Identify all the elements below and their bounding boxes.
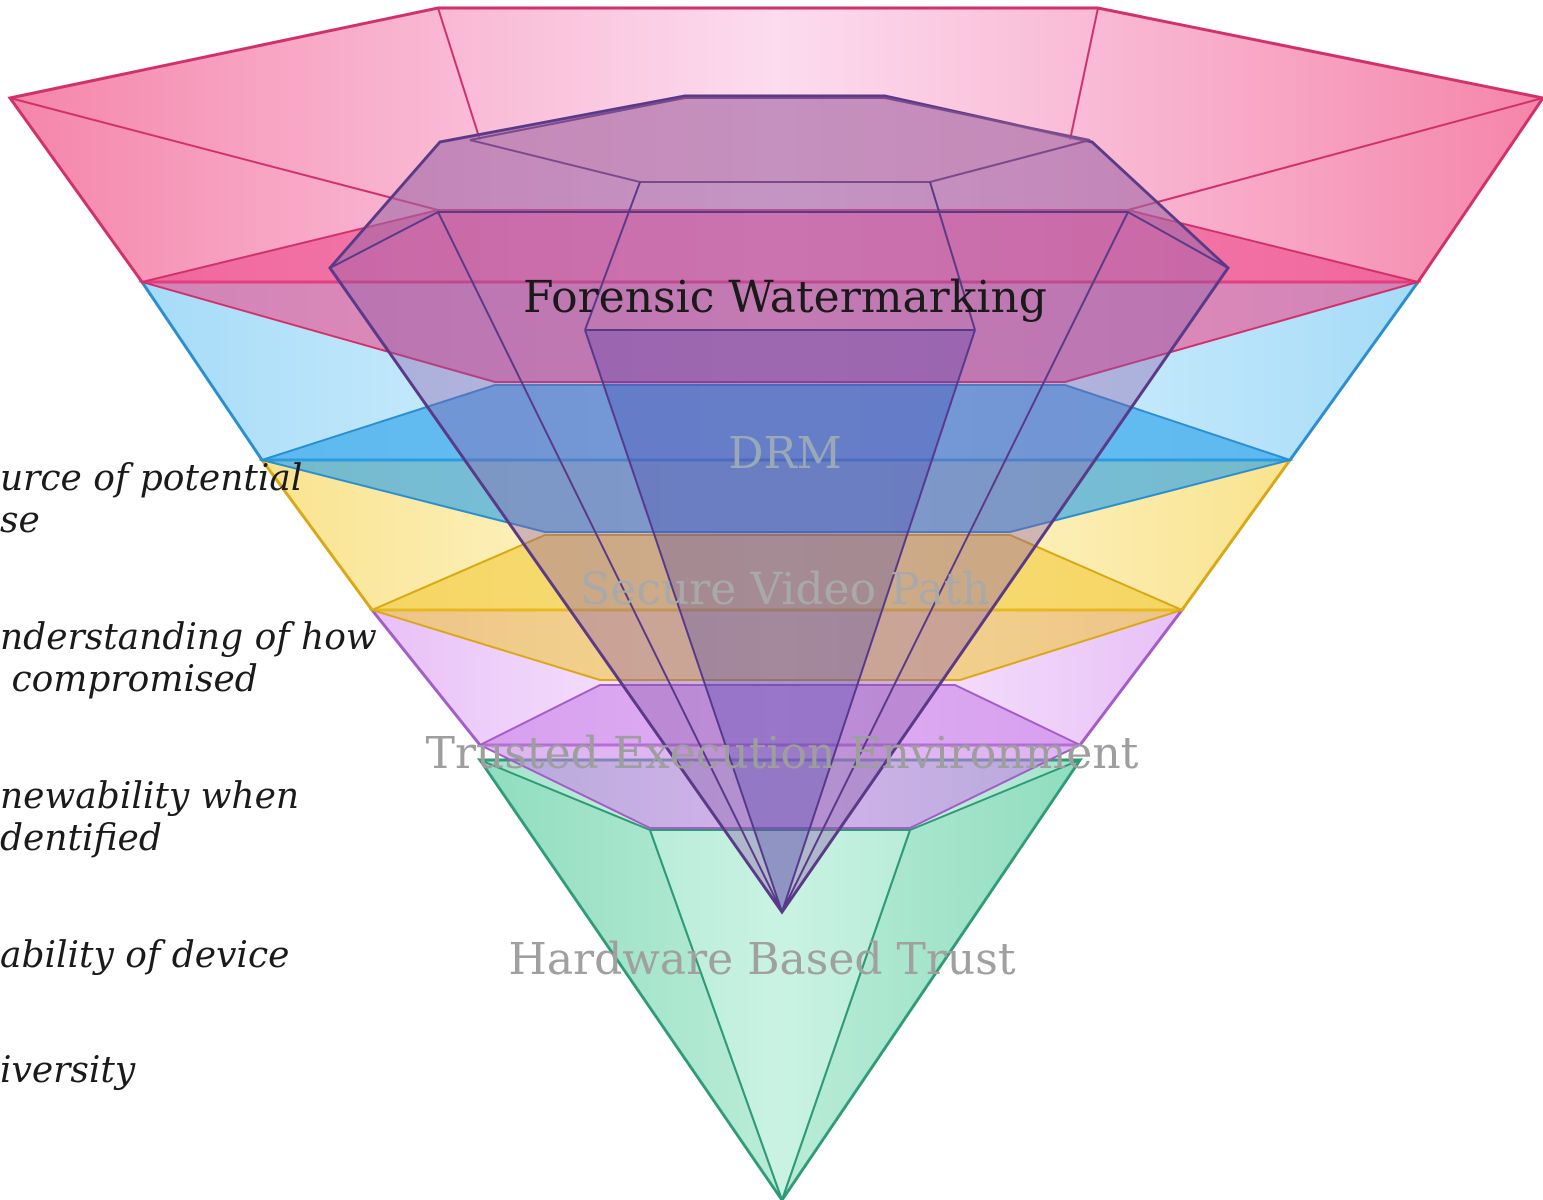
central-gem bbox=[328, 94, 1230, 915]
layer-hardware-based-trust bbox=[477, 757, 1083, 1200]
label-secure-video-path: Secure Video Path bbox=[580, 564, 990, 615]
side-note-2: nderstanding of how compromised bbox=[0, 617, 377, 700]
side-note-3: newability when dentified bbox=[0, 776, 300, 859]
side-note-1: urce of potential se bbox=[0, 458, 303, 541]
layer-forensic-watermarking bbox=[7, 6, 1543, 383]
label-forensic-watermarking: Forensic Watermarking bbox=[523, 272, 1047, 323]
side-note-5: iversity bbox=[0, 1050, 136, 1091]
label-hardware-based-trust: Hardware Based Trust bbox=[508, 934, 1015, 985]
label-trusted-execution-environment: Trusted Execution Environment bbox=[426, 728, 1139, 779]
label-drm: DRM bbox=[728, 428, 841, 479]
side-note-4: ability of device bbox=[0, 935, 290, 976]
